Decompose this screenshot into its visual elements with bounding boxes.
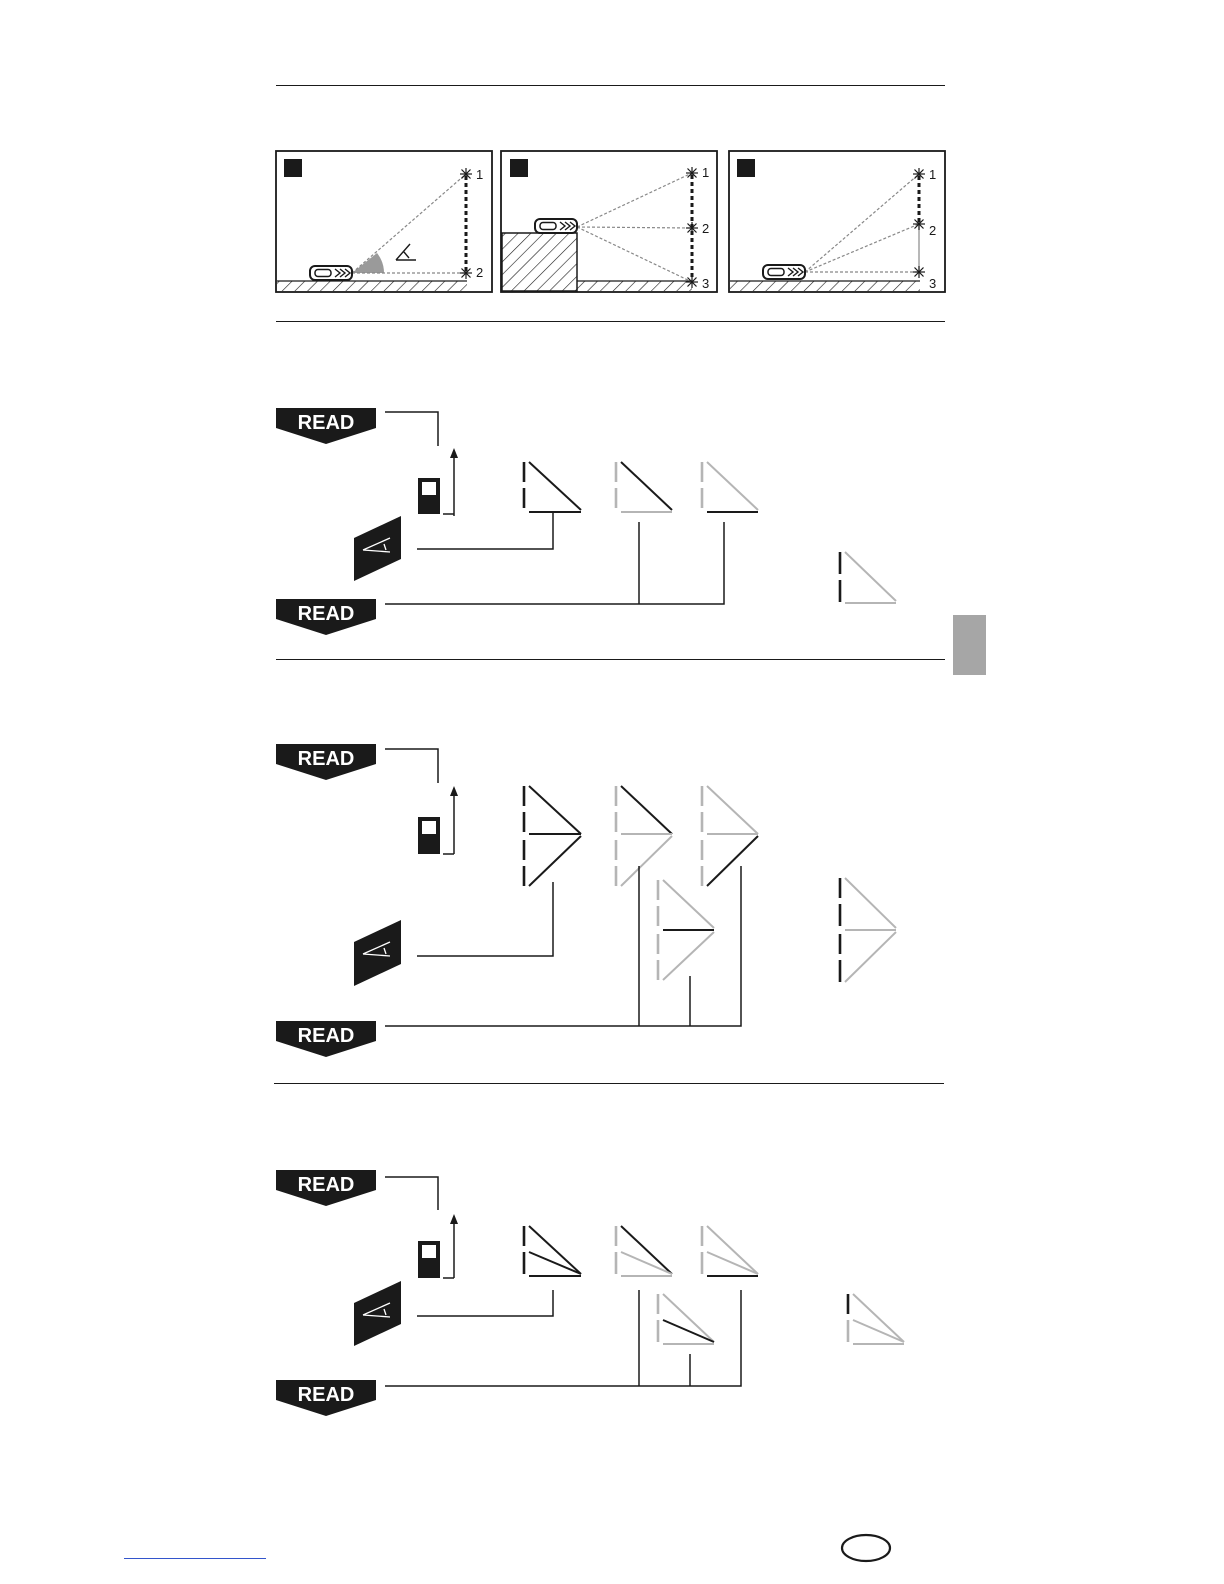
triangle-display-icon xyxy=(658,880,714,980)
read-button-label: READ xyxy=(298,1025,355,1047)
language-badge xyxy=(838,1532,894,1566)
triangle-display-icon xyxy=(658,1294,714,1344)
measurement-figures: 1 2 1 2 3 1 2 3 xyxy=(0,0,1224,310)
read-button-icon[interactable]: READ xyxy=(276,1021,376,1057)
read-button-label: READ xyxy=(298,748,355,770)
panel-a-point-2: 2 xyxy=(476,265,483,280)
read-button-icon[interactable]: READ xyxy=(276,1380,376,1416)
triangle-display-icon xyxy=(524,1226,581,1276)
triangle-display-icon xyxy=(524,462,581,512)
read-button-icon[interactable]: READ xyxy=(276,599,376,635)
device-icon xyxy=(418,448,458,516)
read-button-label: READ xyxy=(298,412,355,434)
read-button-label: READ xyxy=(298,1174,355,1196)
triangle-display-icon xyxy=(616,786,672,886)
panel-a-point-1: 1 xyxy=(476,167,483,182)
triangle-display-icon xyxy=(702,1226,758,1276)
triangle-display-icon xyxy=(702,786,758,886)
panel-b-point-3: 3 xyxy=(702,276,709,291)
panel-b-point-1: 1 xyxy=(702,165,709,180)
angle-function-icon[interactable] xyxy=(354,516,401,581)
triangle-display-icon xyxy=(524,786,581,886)
read-button-icon[interactable]: READ xyxy=(276,408,376,444)
read-button-label: READ xyxy=(298,603,355,625)
figure-panel-b: 1 2 3 xyxy=(501,151,717,292)
sequence-section-2: READ xyxy=(0,660,1224,1084)
panel-c-point-1: 1 xyxy=(929,167,936,182)
read-button-label: READ xyxy=(298,1384,355,1406)
angle-function-icon[interactable] xyxy=(354,1281,401,1346)
device-icon xyxy=(418,786,458,854)
panel-c-point-3: 3 xyxy=(929,276,936,291)
angle-function-icon[interactable] xyxy=(354,920,401,986)
figure-panel-a: 1 2 xyxy=(276,151,492,292)
sequence-section-3: READ xyxy=(0,1084,1224,1444)
triangle-display-icon xyxy=(840,552,896,603)
triangle-display-icon xyxy=(616,1226,672,1276)
panel-b-point-2: 2 xyxy=(702,221,709,236)
panel-c-point-2: 2 xyxy=(929,223,936,238)
figure-panel-c: 1 2 3 xyxy=(729,151,945,292)
triangle-display-icon xyxy=(702,462,758,512)
sequence-section-1: READ RE xyxy=(0,322,1224,660)
read-button-icon[interactable]: READ xyxy=(276,1170,376,1206)
footer-link-line xyxy=(124,1558,266,1559)
triangle-display-icon xyxy=(848,1294,904,1344)
triangle-display-icon xyxy=(616,462,672,512)
read-button-icon[interactable]: READ xyxy=(276,744,376,780)
device-icon xyxy=(418,1214,458,1278)
triangle-display-icon xyxy=(840,878,896,982)
